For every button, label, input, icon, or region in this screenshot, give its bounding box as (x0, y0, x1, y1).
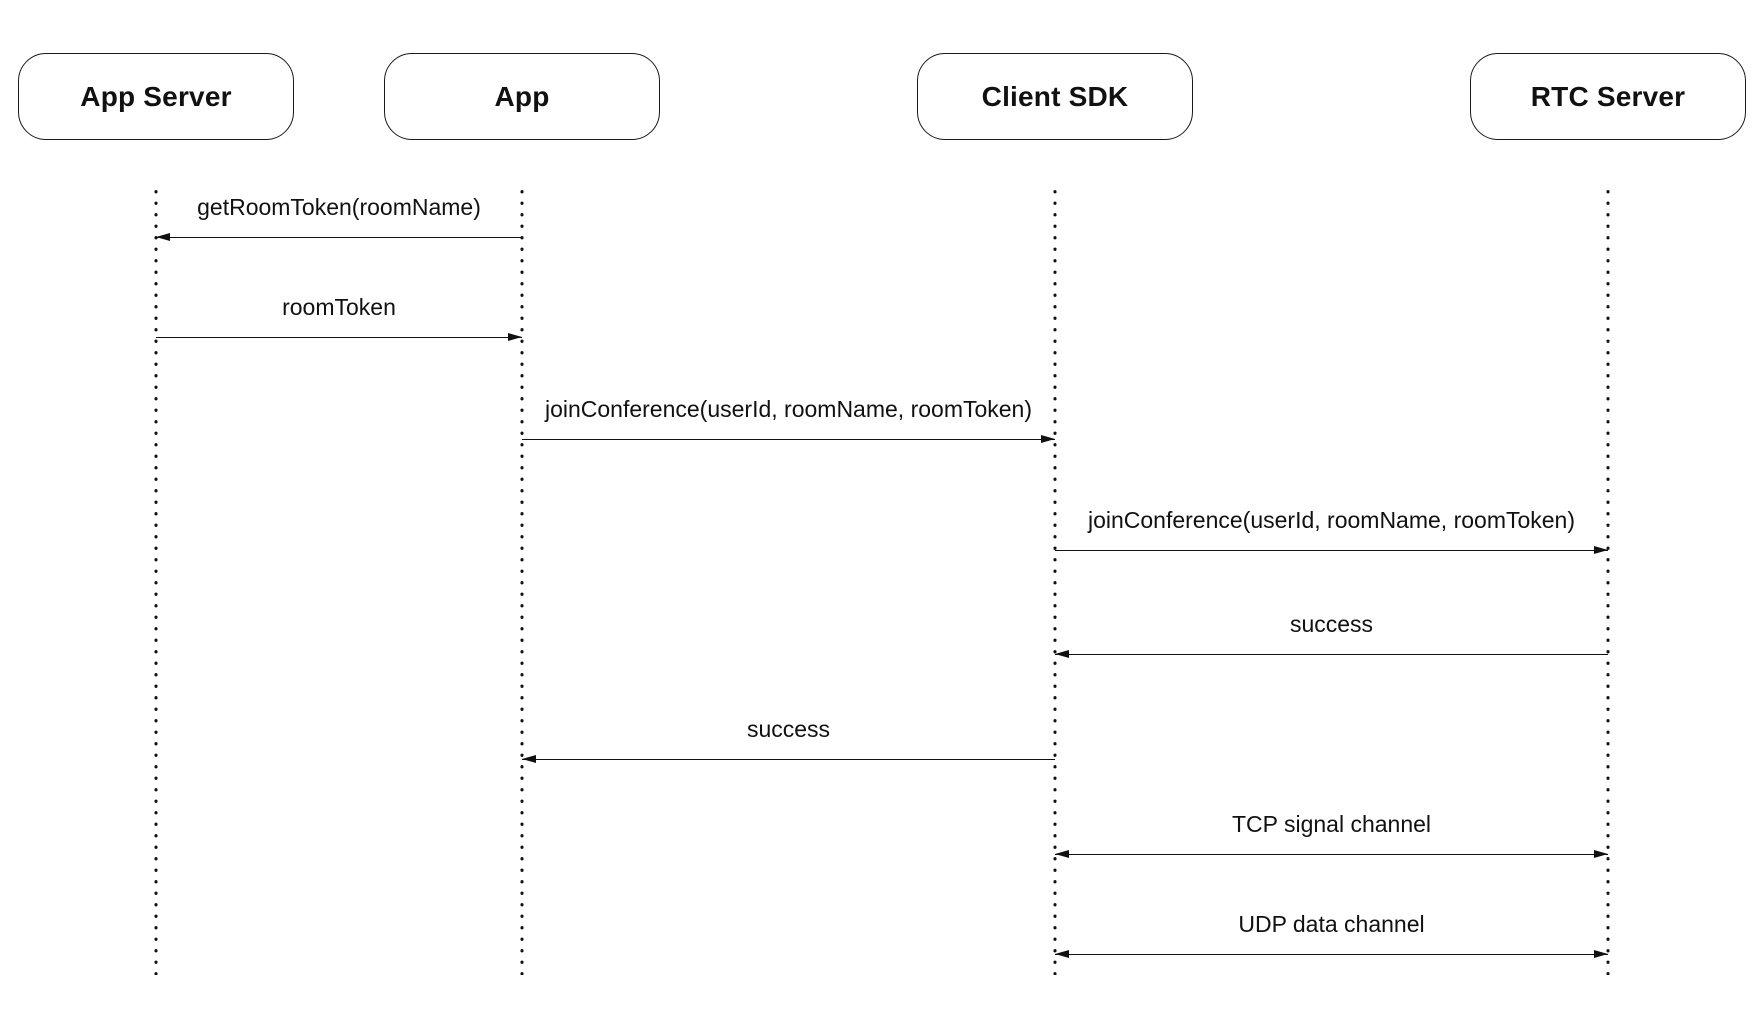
message-label: success (746, 716, 831, 742)
message-label: joinConference(userId, roomName, roomTok… (544, 396, 1033, 422)
lifeline-app-server (154, 186, 158, 975)
message-arrow-left (1055, 649, 1608, 658)
message-label: joinConference(userId, roomName, roomTok… (1087, 507, 1576, 533)
message-udp-data-channel: UDP data channel (1055, 910, 1608, 958)
message-label: UDP data channel (1238, 911, 1425, 937)
message-arrow-right (1055, 545, 1608, 554)
message-arrow-left (156, 232, 522, 241)
message-label: TCP signal channel (1231, 811, 1432, 837)
actor-label-app: App (494, 80, 550, 112)
lifeline-app (520, 186, 524, 975)
actor-box-rtc-server: RTC Server (1470, 53, 1746, 140)
message-arrow-both (1055, 949, 1608, 958)
message-join-conference-sdk: joinConference(userId, roomName, roomTok… (1055, 506, 1608, 554)
actor-box-client-sdk: Client SDK (917, 53, 1193, 140)
actor-label-client-sdk: Client SDK (981, 80, 1129, 112)
message-label: success (1289, 611, 1374, 637)
actor-box-app: App (384, 53, 660, 140)
lifeline-rtc-server (1606, 186, 1610, 975)
message-get-room-token: getRoomToken(roomName) (156, 193, 522, 241)
actor-label-rtc-server: RTC Server (1530, 80, 1686, 112)
message-join-conference-app: joinConference(userId, roomName, roomTok… (522, 395, 1055, 443)
message-arrow-right (156, 332, 522, 341)
lifeline-client-sdk (1053, 186, 1057, 975)
message-arrow-both (1055, 849, 1608, 858)
message-label: roomToken (282, 294, 396, 320)
message-arrow-left (522, 754, 1055, 763)
actor-box-app-server: App Server (18, 53, 294, 140)
message-arrow-right (522, 434, 1055, 443)
message-success-rtc: success (1055, 610, 1608, 658)
actor-label-app-server: App Server (80, 80, 232, 112)
message-room-token: roomToken (156, 293, 522, 341)
message-label: getRoomToken(roomName) (197, 194, 481, 220)
message-tcp-signal-channel: TCP signal channel (1055, 810, 1608, 858)
message-success-sdk: success (522, 715, 1055, 763)
